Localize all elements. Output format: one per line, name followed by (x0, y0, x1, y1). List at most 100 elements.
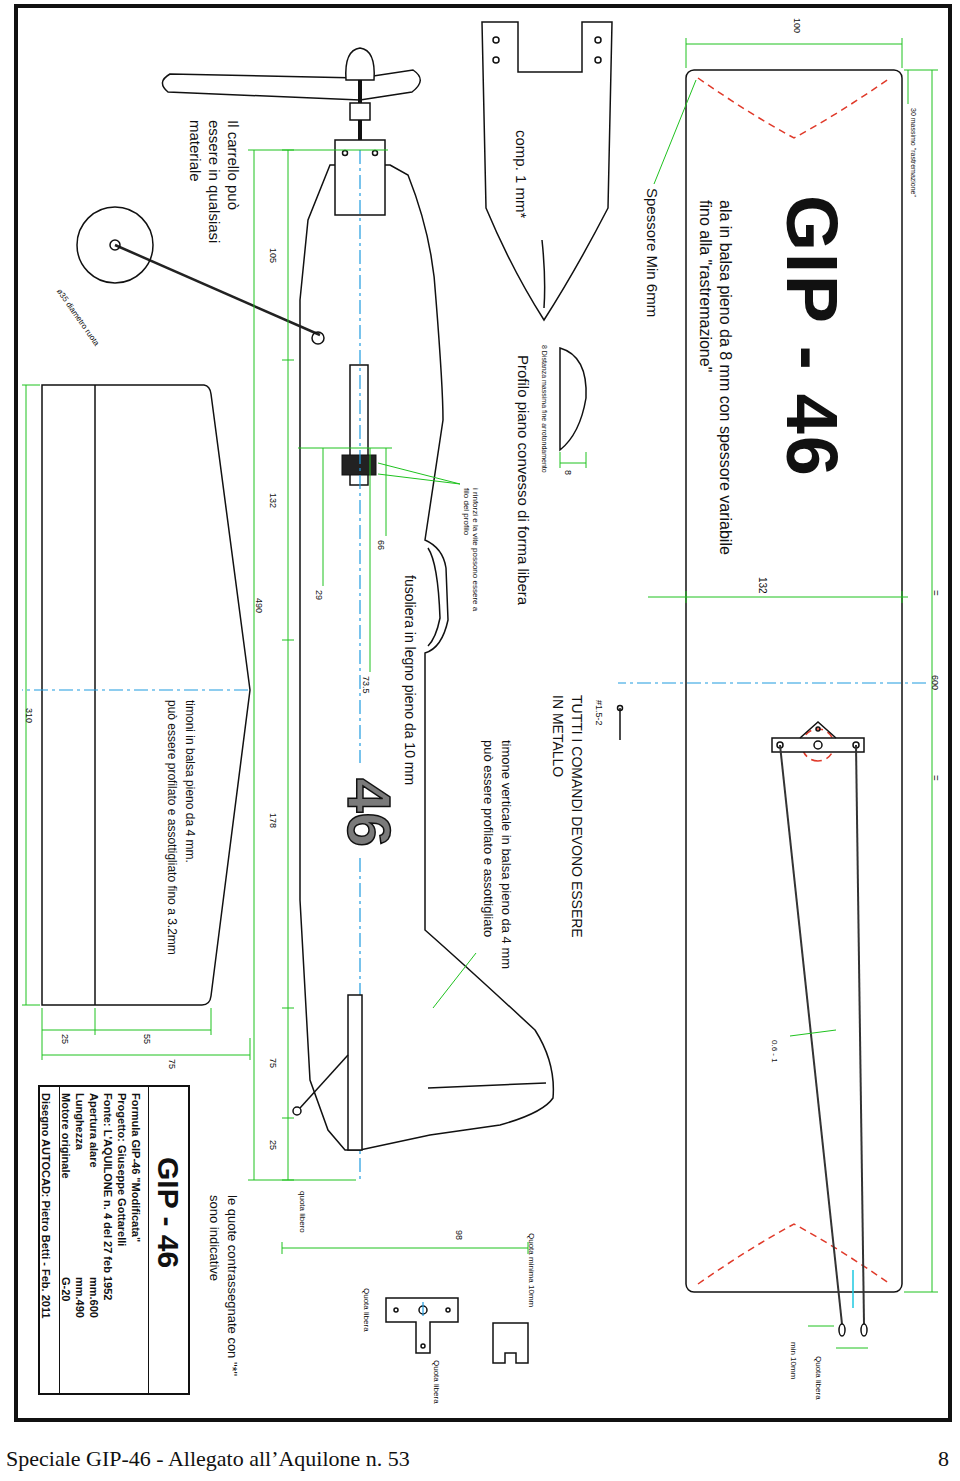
dimension-value: min 10mm (789, 1342, 798, 1379)
mount-plate-slot (542, 240, 545, 308)
gear-mount (312, 332, 324, 344)
plan-label-holder: 8 Distanza massima fine arrotondamento (538, 345, 556, 473)
dimension-tick (282, 1118, 294, 1119)
fuselage-outline (300, 165, 553, 1150)
dimension-value: = (930, 775, 942, 781)
bellcrank (772, 738, 864, 752)
mount-hole (493, 57, 499, 63)
extension-line (248, 1180, 356, 1181)
propeller (162, 70, 420, 100)
title-block-text: Fonte: L'AQUILONE n. 4 del 27 feb 1952 (102, 1093, 114, 1300)
horn-hole (446, 1308, 450, 1312)
wire-loop (839, 1324, 845, 1336)
dimension-value: 25 (60, 1034, 70, 1044)
elevator-hinge (94, 385, 96, 1005)
dimension-value: 132 (268, 493, 278, 508)
dimension-value-holder: 75 (165, 1059, 183, 1069)
dimension-tick (686, 591, 687, 603)
page-number-holder: 8 (938, 1446, 949, 1471)
dimension-value-holder: 73.5 (359, 676, 377, 694)
dimension-line (42, 1030, 211, 1031)
plan-label-holder: IN METALLO (549, 695, 567, 777)
title-block-text: Lunghezza (74, 1093, 86, 1150)
dimension-value: Quota minima 10mm (527, 1233, 536, 1307)
dimension-value-holder: 178 (266, 813, 284, 828)
dimension-line (808, 1326, 834, 1327)
dimension-value: 8 (563, 470, 573, 475)
dimension-value: = (930, 590, 942, 596)
title-block-rule (59, 1087, 60, 1393)
plan-label: Spessore Min 6mm (644, 188, 661, 317)
plan-label: i rinforzi e la vite possono essere a fi… (462, 488, 480, 613)
extension-line (904, 1292, 938, 1293)
plan-label: timoni in balsa pieno da 4 mm. (182, 700, 196, 863)
dimension-line (282, 1248, 528, 1249)
push-rod-end (618, 706, 623, 711)
dimension-line (42, 1055, 250, 1056)
dimension-value-holder: 490 (252, 598, 270, 613)
dimension-value-holder: 132 (266, 493, 284, 508)
mount-hole (493, 37, 499, 43)
dimension-value: Quota libera (362, 1288, 371, 1332)
title-block-text: Apertura alare (88, 1093, 100, 1168)
dimension-value: 25 (268, 1140, 278, 1150)
dimension-line (370, 448, 371, 672)
dimension-value: 100 (792, 18, 802, 33)
leader-line (378, 474, 460, 484)
title-block-rule (148, 1087, 149, 1393)
plan-label-holder: sono indicative (206, 1195, 224, 1281)
title-block-heading-holder: GIP - 46 (152, 1157, 185, 1268)
plan-label-holder: #1.5-2 (592, 700, 610, 726)
lead-out-guide (852, 1270, 854, 1308)
dimension-value: Quota libera (432, 1360, 441, 1404)
horn-hole (421, 1344, 425, 1348)
extension-line (904, 70, 938, 71)
dimension-value: 75 (167, 1059, 177, 1069)
title-block-text: Disegno AUTOCAD: Pietro Betti - Feb. 201… (40, 1093, 52, 1319)
elevator-horn-wire (300, 1055, 348, 1108)
dimension-line (648, 597, 908, 598)
lead-out-wire (856, 745, 864, 1324)
plan-label-holder: ø35 diametro ruota (53, 283, 107, 349)
control-horn (386, 1298, 458, 1353)
extension-line (211, 1008, 212, 1035)
plan-label-holder: 30 massimo "rastremazione" (907, 108, 925, 197)
plan-label: 30 massimo "rastremazione" (909, 108, 917, 197)
plan-label-holder: le quote contrassegnate con "*" (224, 1195, 242, 1376)
plan-label-holder: Spessore Min 6mm (643, 188, 661, 317)
dimension-value-holder: 25 (266, 1140, 284, 1150)
rudder-hinge (428, 1083, 546, 1088)
washout-mark (698, 1224, 890, 1284)
extension-line (250, 1038, 251, 1060)
dimension-value-holder: 8 (561, 470, 579, 475)
dimension-value: 132 (757, 577, 769, 594)
center-line (618, 682, 926, 683)
dimension-value: 75 (268, 1058, 278, 1068)
extension-line (686, 38, 687, 68)
plan-label: fino alla "rastremazione" (696, 200, 714, 372)
dimension-value-holder: 132 (755, 577, 773, 594)
plan-label-holder: può essere profilato e assottigliato fin… (164, 700, 182, 955)
leader-line (790, 1030, 836, 1036)
plan-label-holder: fino alla "rastremazione" (696, 200, 714, 372)
plan-title: GIP - 46 (776, 195, 848, 478)
dimension-value-holder: 98 (452, 1230, 470, 1240)
dimension-line (560, 463, 586, 464)
dimension-value: Quota libera (814, 1356, 823, 1400)
race-number: 46 (338, 778, 400, 847)
title-block-text-holder: mm.490 (72, 1277, 90, 1318)
title-block-text: mm.600 (88, 1277, 100, 1318)
dimension-value-holder: quota libero (296, 1191, 314, 1233)
extension-line (42, 1008, 43, 1060)
extension-line (22, 385, 40, 386)
title-block-text-holder: Disegno AUTOCAD: Pietro Betti - Feb. 201… (38, 1093, 56, 1319)
engine-screw (343, 151, 348, 156)
plan-label-holder: timoni in balsa pieno da 4 mm. (182, 700, 200, 863)
leader-line (654, 80, 696, 184)
leader-line (433, 953, 476, 1008)
dimension-value-holder: Quota minima 10mm (525, 1233, 543, 1307)
title-block-text: G-20 (60, 1277, 72, 1301)
dimension-value: 55 (142, 1034, 152, 1044)
dimension-tick (282, 1008, 294, 1009)
title-block: GIP - 46Formula GIP-46 "Modificata"Proge… (38, 1085, 190, 1395)
